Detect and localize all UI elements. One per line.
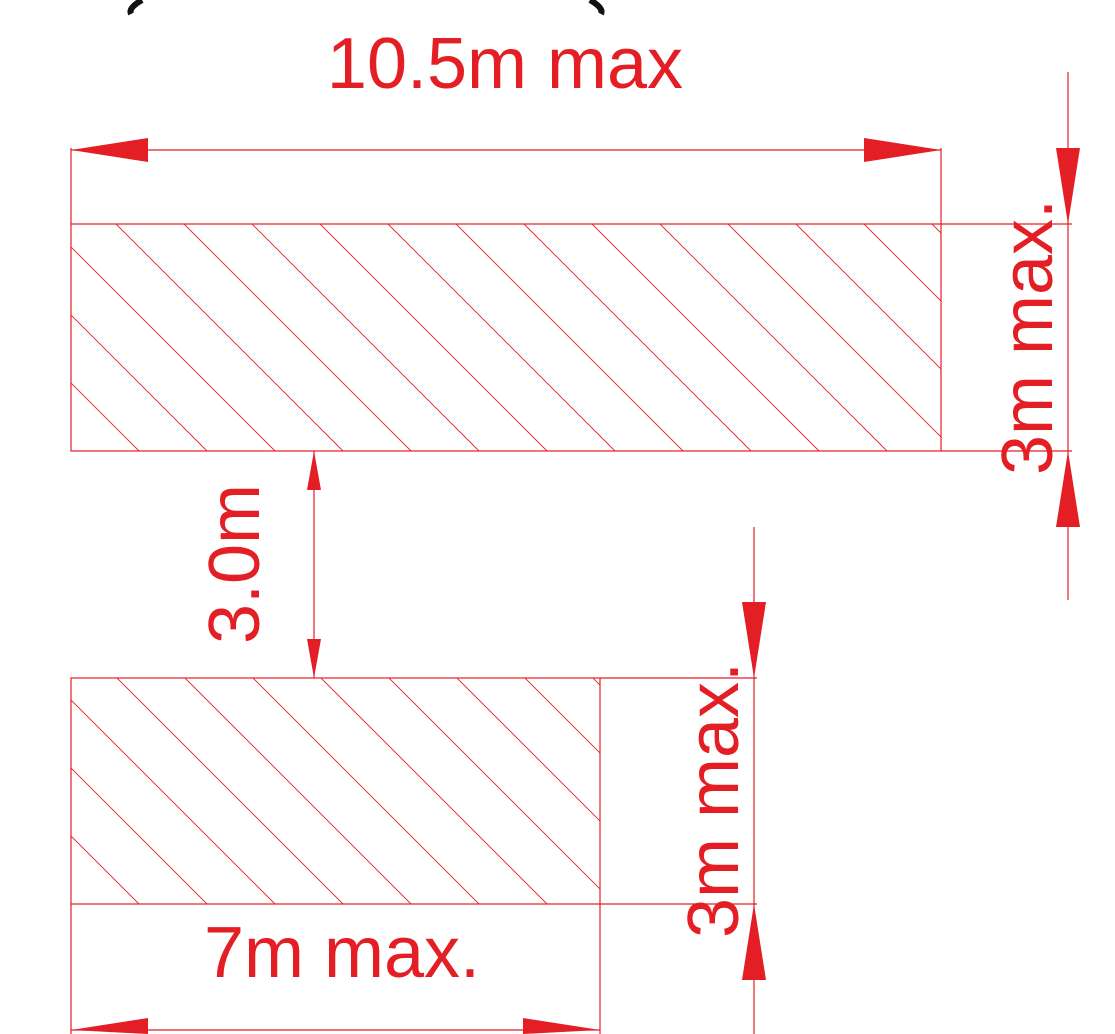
hatch-line — [456, 678, 600, 822]
hatch-line — [184, 678, 412, 904]
hatch-line — [116, 678, 344, 904]
hatch-line — [71, 835, 140, 904]
bottom-height-top-arrow — [742, 602, 766, 678]
top-height-dimension — [941, 72, 1080, 600]
hatch-line — [659, 224, 888, 451]
hatch-line — [727, 224, 941, 438]
hatch-line — [591, 224, 820, 451]
hatch-line — [319, 224, 548, 451]
bottom-width-left-arrow — [71, 1018, 148, 1034]
top-width-dimension — [70, 138, 942, 224]
top-height-label: 3m max. — [988, 199, 1068, 475]
hatch-line — [115, 224, 344, 451]
bottom-width-right-arrow — [523, 1018, 600, 1034]
hatch-line — [71, 699, 276, 904]
bottom-width-dimension — [70, 904, 601, 1034]
bottom-height-dimension — [600, 527, 766, 1034]
hatch-line — [71, 903, 72, 904]
top-height-bottom-arrow — [1056, 451, 1080, 527]
hatch-line — [523, 224, 752, 451]
bottom-area-hatching — [71, 678, 600, 904]
hatch-line — [251, 224, 480, 451]
hatch-line — [524, 678, 600, 754]
top-area-rectangle — [70, 223, 942, 452]
bottom-width-label: 7m max. — [204, 913, 480, 993]
bottom-area-rectangle — [70, 677, 601, 905]
hatch-line — [71, 314, 208, 451]
hatch-line — [252, 678, 480, 904]
hatch-line — [71, 767, 208, 904]
top-width-left-arrow — [71, 138, 148, 162]
gap-dimension — [307, 451, 321, 678]
hatch-line — [183, 224, 412, 451]
top-height-top-arrow — [1056, 148, 1080, 224]
top-width-right-arrow — [864, 138, 941, 162]
gap-bottom-arrow — [307, 639, 321, 678]
bottom-height-bottom-arrow — [742, 904, 766, 980]
hatch-line — [863, 224, 941, 302]
gap-label: 3.0m — [195, 484, 275, 644]
bottom-height-label: 3m max. — [674, 662, 754, 938]
cropped-heading-fragment — [127, 0, 605, 16]
hatch-line — [455, 224, 684, 451]
hatch-line — [71, 450, 72, 451]
hatch-line — [320, 678, 548, 904]
hatch-line — [795, 224, 941, 370]
hatch-line — [388, 678, 600, 890]
hatch-line — [387, 224, 616, 451]
hatch-line — [71, 382, 140, 451]
hatch-line — [71, 246, 276, 451]
top-width-label: 10.5m max — [327, 24, 683, 104]
gap-top-arrow — [307, 451, 321, 490]
top-area-hatching — [71, 224, 941, 451]
